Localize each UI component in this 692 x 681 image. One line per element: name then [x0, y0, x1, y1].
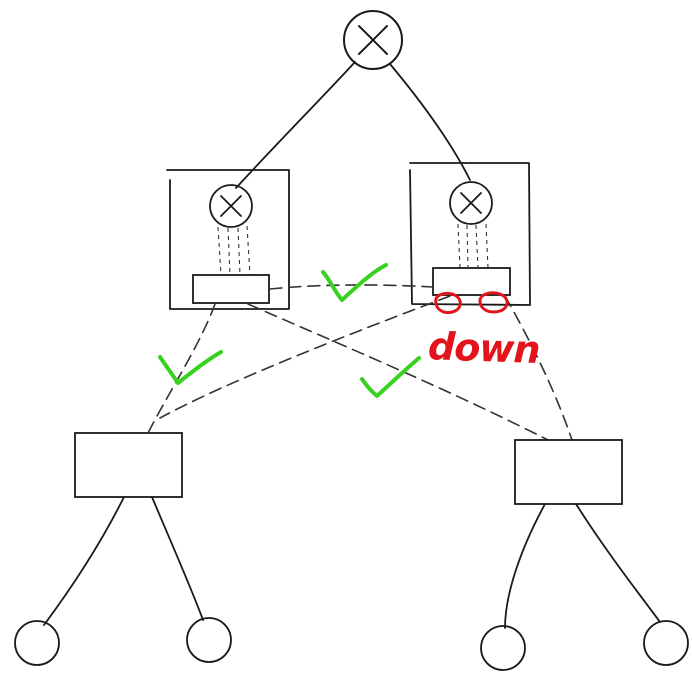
host-node-1	[14, 620, 60, 666]
link-top-right	[389, 63, 471, 181]
link-card-card	[269, 284, 434, 290]
fault-port-marker-icon	[478, 291, 509, 314]
host-node-4	[643, 620, 689, 666]
left-chassis	[166, 169, 290, 310]
down-label: down	[427, 324, 540, 372]
link-leftswitch-host2	[151, 496, 204, 621]
left-line-card	[192, 274, 270, 304]
link-leftcard-rightswitch	[247, 303, 553, 443]
right-chassis	[409, 162, 531, 306]
top-node-icon	[343, 10, 403, 70]
link-rightcard-leftswitch	[159, 295, 451, 419]
host-node-2	[186, 617, 232, 663]
fault-port-marker-icon	[434, 291, 462, 315]
checkmark-icon	[158, 350, 223, 385]
right-line-card	[432, 267, 511, 296]
link-top-left	[235, 61, 356, 189]
link-rightswitch-host3	[504, 503, 546, 629]
checkmark-icon	[360, 356, 421, 398]
checkmark-icon	[321, 263, 388, 302]
left-node-icon	[209, 184, 253, 228]
left-switch	[74, 432, 183, 498]
link-leftcard-leftswitch	[147, 303, 216, 434]
link-leftswitch-host1	[43, 496, 125, 626]
link-rightcard-rightswitch	[504, 295, 573, 441]
link-rightswitch-host4	[575, 503, 661, 623]
right-node-icon	[449, 181, 493, 225]
right-switch	[514, 439, 623, 505]
host-node-3	[480, 625, 526, 671]
